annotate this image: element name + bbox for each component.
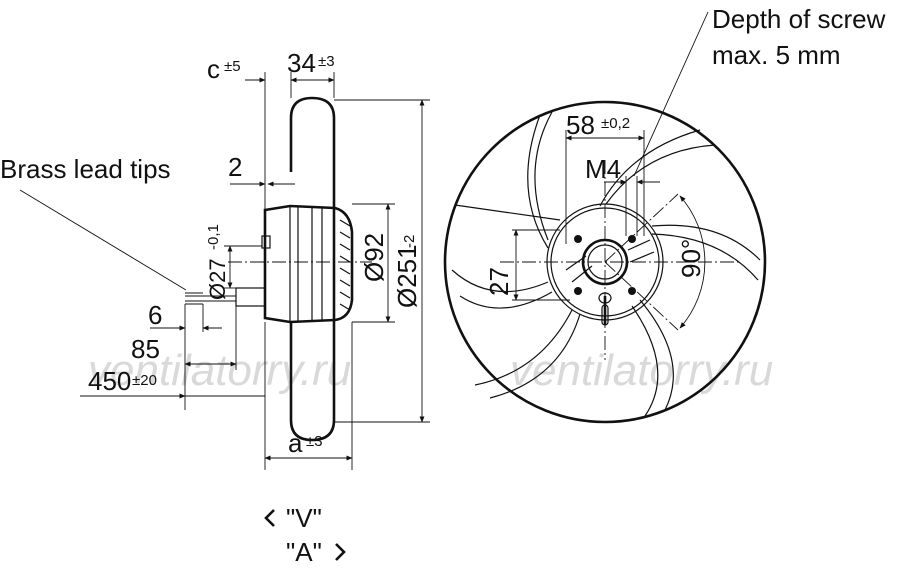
front-view: 58 ±0,2 M4 27 90° Depth of screw max. 5 …	[443, 4, 886, 424]
dim-251-label: Ø251	[392, 244, 422, 308]
dim-a-label: a	[288, 428, 303, 458]
dim-92-label: Ø92	[359, 233, 389, 282]
dim-251-tolerance: -2	[401, 235, 418, 248]
mounting-holes	[574, 235, 636, 295]
screw-depth-note-line1: Depth of screw	[712, 4, 886, 34]
dim-a-tolerance: ±3	[306, 433, 323, 450]
angle-90-arc	[679, 195, 706, 329]
screw-depth-note-line2: max. 5 mm	[712, 40, 841, 70]
connector-box	[261, 235, 271, 249]
screw-depth-leader	[633, 11, 709, 177]
shaft	[235, 287, 266, 307]
dim-450-label: 450	[88, 366, 131, 396]
dim-27-front-label: 27	[484, 267, 514, 296]
dim-c-label: c	[207, 54, 220, 84]
motor-hub-side	[263, 204, 354, 324]
chevron-right-icon	[335, 543, 346, 561]
dim-27-side-label: Ø27	[205, 258, 230, 300]
watermark-right: ventilatorry.ru	[510, 346, 773, 395]
dim-34-tolerance: ±3	[318, 53, 335, 70]
dim-6-label: 6	[148, 300, 162, 330]
dim-90-label: 90°	[676, 239, 706, 278]
impeller-blades	[451, 111, 761, 417]
dim-2-label: 2	[228, 152, 242, 182]
rotation-legend: "V" "A"	[264, 503, 346, 567]
hub-fins	[339, 219, 351, 311]
dim-27-side-tolerance: -0,1	[205, 224, 222, 250]
impeller-outer-circle	[443, 100, 767, 424]
dim-m4-label: M4	[585, 154, 621, 184]
dim-58-tolerance: ±0,2	[601, 115, 630, 132]
dim-58-label: 58	[566, 110, 595, 140]
dim-c-tolerance: ±5	[224, 58, 241, 75]
brass-lead-tips-label: Brass lead tips	[0, 154, 171, 184]
hub-ribs	[565, 239, 655, 283]
watermark-left: ventilatorry.ru	[88, 346, 351, 395]
impeller-side-profile	[289, 96, 336, 442]
chevron-left-icon	[264, 509, 275, 527]
dim-34-label: 34	[287, 48, 316, 78]
lead-wires	[185, 292, 236, 305]
side-view: c ±5 34 ±3 2 Ø27 -0,1 Ø92 Ø251 -2 a ±3 6…	[0, 48, 430, 470]
rotation-v-label: "V"	[286, 503, 322, 533]
dim-450-tolerance: ±20	[132, 372, 157, 389]
brass-lead-tips-leader	[19, 189, 187, 291]
dim-85-label: 85	[131, 334, 160, 364]
rotation-a-label: "A"	[286, 537, 322, 567]
